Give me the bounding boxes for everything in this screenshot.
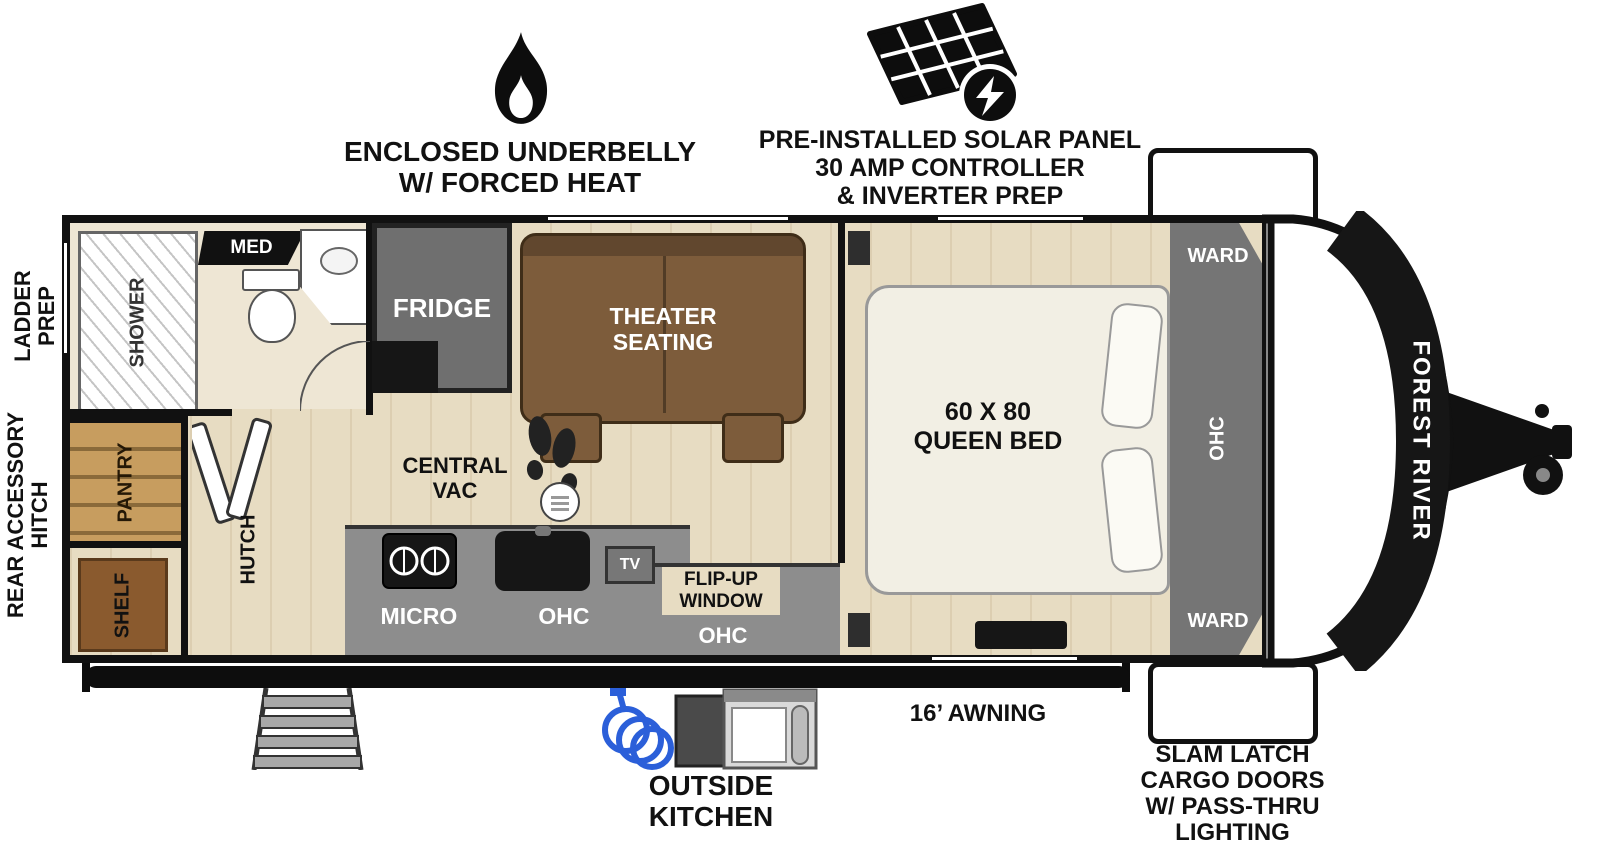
pillow-top — [1099, 301, 1165, 431]
awning-label: 16’ AWNING — [909, 700, 1047, 727]
solar-line1: PRE-INSTALLED SOLAR PANEL — [758, 126, 1142, 154]
trailer-body: SHOWER MED PANTRY SHELF HUTCH — [62, 215, 1274, 663]
faucet — [535, 526, 551, 536]
med-cabinet: MED — [198, 231, 305, 265]
brand-label: FOREST RIVER — [1408, 340, 1435, 541]
ladder-prep-line1: LADDER — [10, 270, 35, 362]
shelf-label: SHELF — [111, 572, 134, 638]
underbelly-callout: ENCLOSED UNDERBELLY W/ FORCED HEAT — [305, 136, 735, 198]
bed-step-mat — [975, 621, 1067, 649]
cargo-line2: CARGO DOORS — [1140, 767, 1325, 794]
wardrobe-band: WARD OHC WARD — [1170, 223, 1266, 655]
jack-handle-icon — [1535, 404, 1549, 418]
theater-line2: SEATING — [612, 328, 714, 355]
theater-seating: THEATER SEATING — [520, 233, 806, 424]
micro-label: MICRO — [380, 603, 458, 629]
shower-label: SHOWER — [126, 277, 149, 368]
fridge-label: FRIDGE — [392, 292, 492, 323]
central-vac-callout: CENTRAL VAC — [395, 453, 515, 503]
window-bed-top — [938, 217, 1083, 220]
bedroom-wall — [838, 223, 845, 563]
solar-line3: & INVERTER PREP — [836, 182, 1064, 210]
ottoman-right — [722, 413, 784, 463]
outside-kitchen-cabinet — [674, 694, 726, 768]
lightning-bolt-icon — [976, 76, 1004, 116]
outside-kitchen-graphic — [602, 682, 818, 770]
ward-bottom-label: WARD — [1187, 610, 1249, 632]
shelf-zone: SHELF — [70, 548, 188, 655]
sofa-split — [663, 256, 666, 413]
ward-top-label: WARD — [1187, 245, 1249, 267]
ladder-prep-line2: PREP — [34, 286, 59, 346]
underbelly-line2: W/ FORCED HEAT — [398, 167, 642, 198]
tv-label: TV — [619, 556, 641, 573]
pillow-bottom — [1099, 445, 1165, 575]
solar-panel-icon — [867, 3, 1021, 126]
window-theater — [548, 217, 788, 220]
pantry-label: PANTRY — [114, 442, 136, 522]
hitch-tongue — [1438, 389, 1572, 495]
fridge-cabinet — [372, 341, 438, 393]
flip-up-window: FLIP-UP WINDOW — [662, 567, 780, 615]
water-hose-icon — [602, 687, 674, 770]
toilet-bowl — [248, 289, 296, 343]
flame-icon — [494, 32, 548, 124]
vanity-sink — [320, 247, 358, 275]
ohc-left-label: OHC — [538, 603, 590, 629]
entry-steps — [251, 688, 364, 770]
nightstand-bottom — [848, 613, 870, 647]
sofa-back — [523, 236, 803, 256]
stove-icon — [382, 533, 457, 589]
awning-bar — [85, 666, 1130, 688]
solar-line2: 30 AMP CONTROLLER — [815, 154, 1085, 182]
kitchen-labels: MICRO OHC — [340, 603, 630, 630]
rear-hitch-callout: REAR ACCESSORY HITCH — [3, 400, 52, 630]
central-vac-line1: CENTRAL — [402, 453, 508, 478]
bootprint-icon — [526, 416, 580, 522]
cargo-door-bottom — [1148, 662, 1318, 744]
ohc-bedroom-label: OHC — [1206, 415, 1229, 461]
med-label: MED — [230, 237, 273, 258]
cargo-line4: LIGHTING — [1175, 819, 1290, 846]
window-bed-bottom — [932, 657, 1077, 660]
ladder-prep-callout: LADDER PREP — [10, 226, 59, 406]
sink — [495, 526, 590, 591]
vanity — [300, 229, 370, 325]
queen-bed: 60 X 80 QUEEN BED — [865, 285, 1170, 595]
hutch-label: HUTCH — [237, 514, 260, 584]
outside-kitchen-line1: OUTSIDE — [648, 770, 774, 801]
cargo-line1: SLAM LATCH — [1155, 741, 1310, 768]
outside-kitchen-callout: OUTSIDE KITCHEN — [606, 770, 816, 832]
bathroom-right-wall — [366, 223, 373, 415]
cargo-line3: W/ PASS-THRU — [1145, 793, 1320, 820]
ohc-right-label: OHC — [698, 623, 748, 648]
outside-kitchen-line2: KITCHEN — [648, 801, 774, 832]
theater-line1: THEATER — [609, 302, 717, 329]
flip-up-line2: WINDOW — [679, 591, 763, 612]
toilet-tank — [242, 269, 300, 291]
front-cap: FOREST RIVER — [1262, 211, 1572, 671]
rear-hitch-line2: HITCH — [27, 481, 52, 549]
underbelly-line1: ENCLOSED UNDERBELLY — [343, 136, 697, 167]
cargo-callout: SLAM LATCH CARGO DOORS W/ PASS-THRU LIGH… — [1105, 742, 1360, 846]
bed-size-label: 60 X 80 QUEEN BED — [883, 398, 1093, 456]
rear-hitch-line1: REAR ACCESSORY — [3, 411, 28, 619]
flip-up-line1: FLIP-UP — [684, 569, 758, 590]
central-vac-line2: VAC — [432, 478, 478, 503]
solar-callout: PRE-INSTALLED SOLAR PANEL 30 AMP CONTROL… — [742, 126, 1158, 210]
front-cap-band — [1325, 211, 1451, 671]
shower: SHOWER — [78, 231, 198, 414]
hutch-doors-icon — [192, 417, 272, 524]
bathroom-door-arc — [300, 341, 371, 412]
pantry: PANTRY — [70, 416, 188, 548]
bed-line1: 60 X 80 — [944, 398, 1032, 426]
bed-line2: QUEEN BED — [913, 427, 1063, 455]
bathroom-bottom-wall — [70, 409, 232, 416]
shelf: SHELF — [78, 558, 168, 652]
tv: TV — [605, 546, 655, 584]
nightstand-top — [848, 231, 870, 265]
window-rear — [64, 243, 67, 353]
hutch: HUTCH — [228, 445, 270, 653]
